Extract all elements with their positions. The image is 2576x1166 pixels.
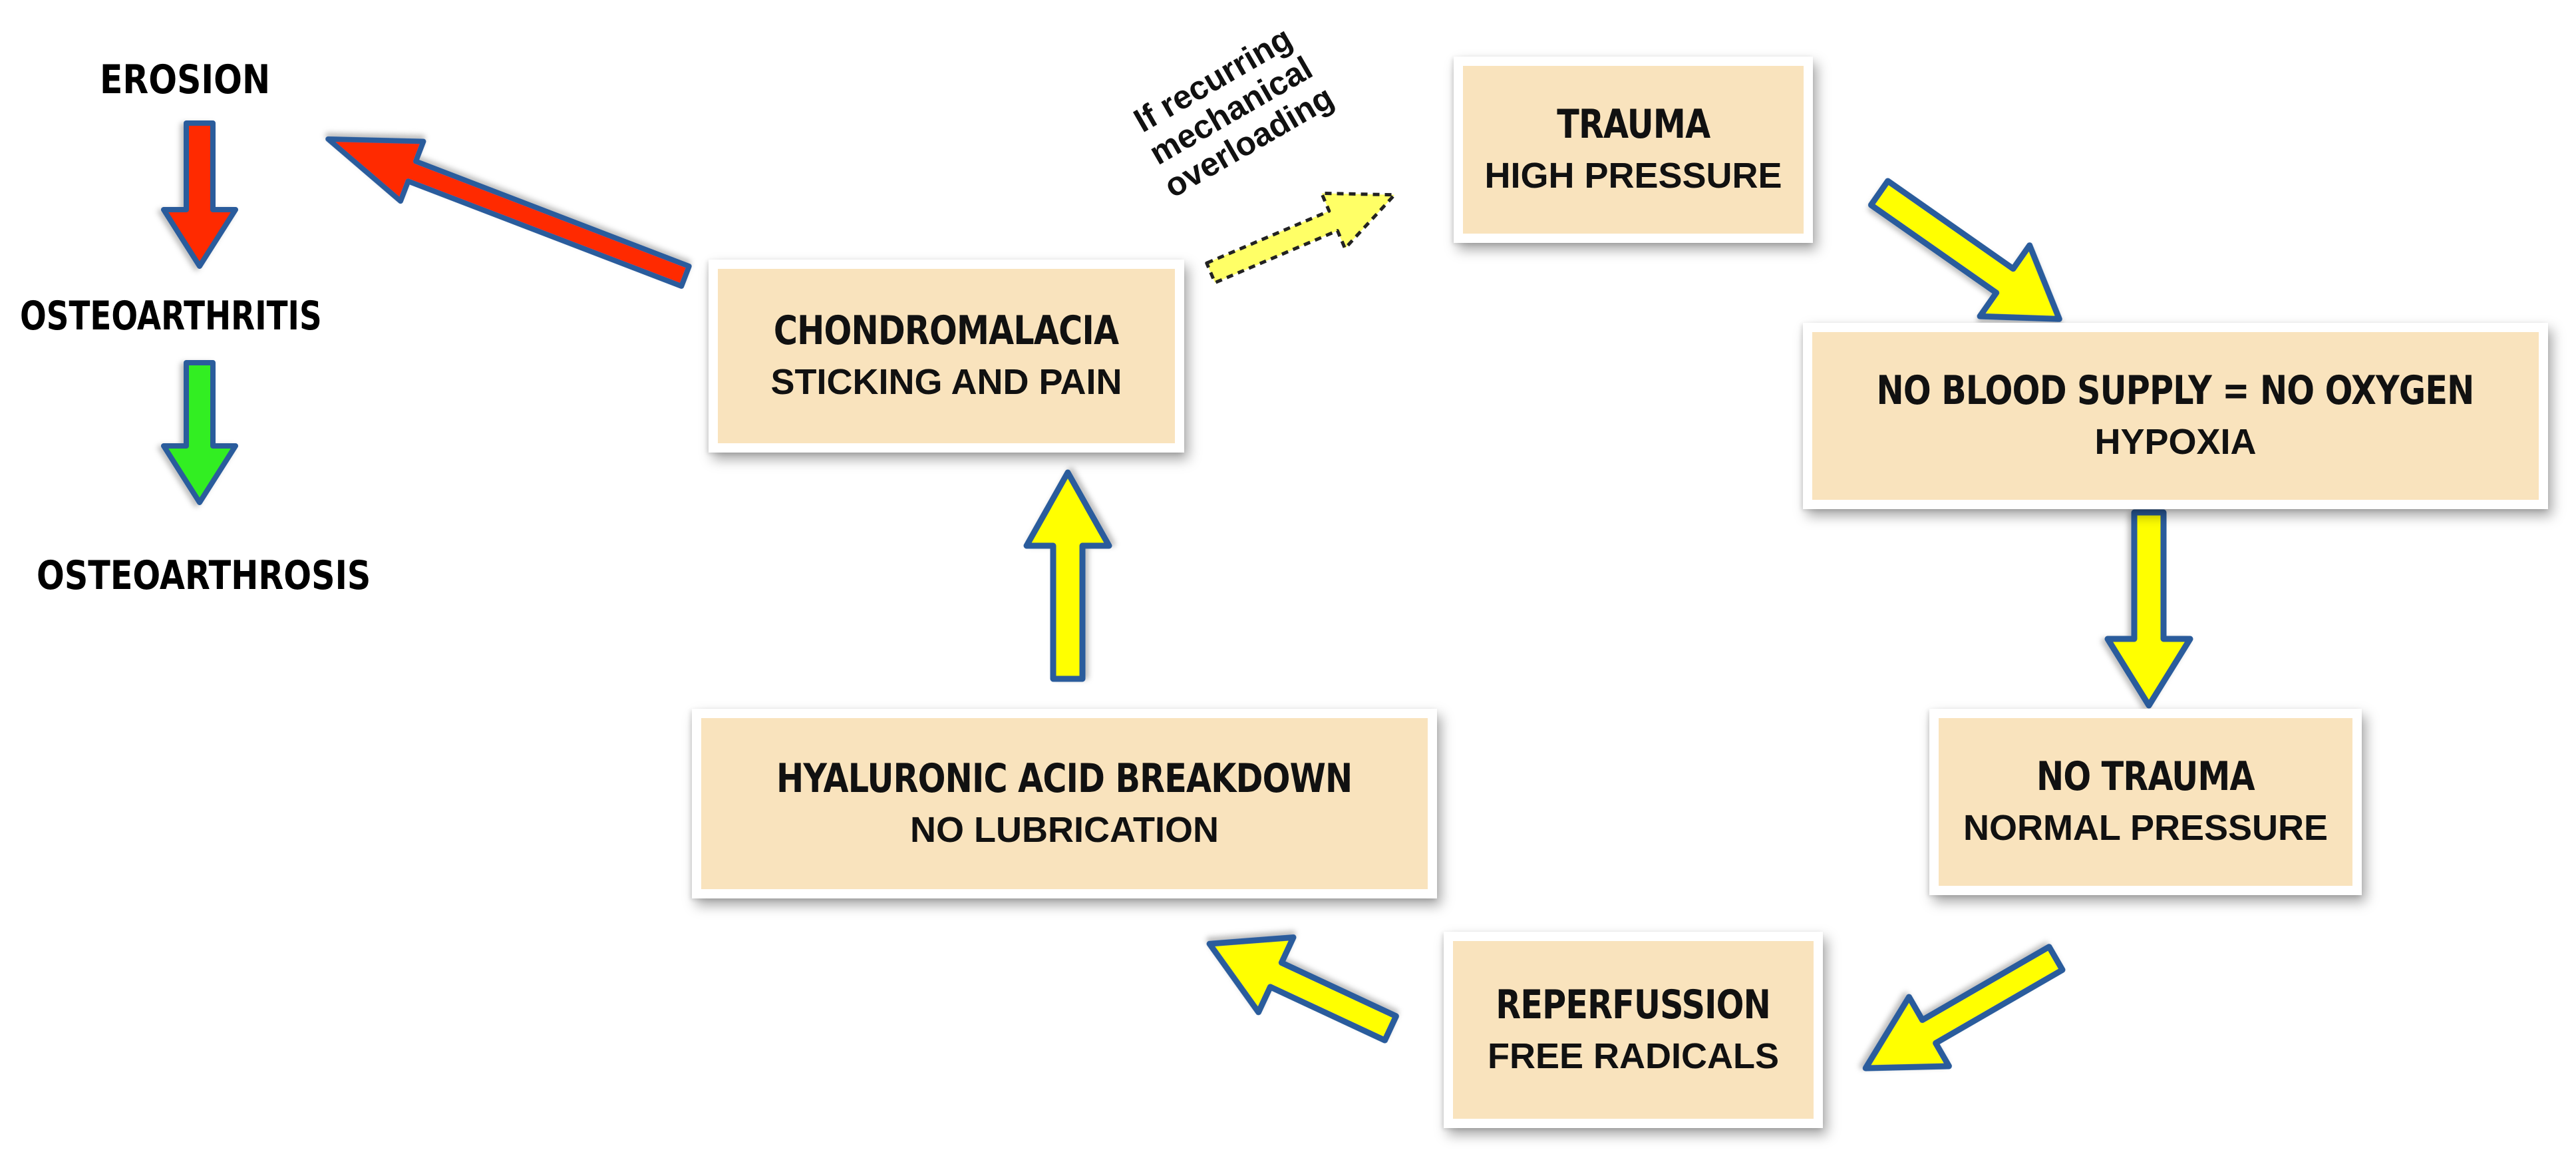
card-no-blood-supply: NO BLOOD SUPPLY = NO OXYGEN HYPOXIA — [1803, 323, 2548, 509]
label-osteoarthritis: OSTEOARTHRITIS — [20, 293, 322, 339]
arrow-chondromalacia-to-erosion — [325, 136, 692, 289]
card-chondromalacia-title: CHONDROMALACIA — [774, 307, 1119, 355]
card-hyaluronic-acid-subtitle: NO LUBRICATION — [910, 809, 1219, 850]
card-chondromalacia: CHONDROMALACIA STICKING AND PAIN — [709, 260, 1184, 453]
card-reperfusion-title: REPERFUSSION — [1496, 981, 1772, 1028]
arrow-hypoxia-to-no-trauma — [2104, 509, 2193, 709]
label-osteoarthrosis: OSTEOARTHROSIS — [37, 552, 371, 599]
card-trauma-title: TRAUMA — [1556, 101, 1710, 148]
card-no-blood-supply-title: NO BLOOD SUPPLY = NO OXYGEN — [1877, 367, 2475, 415]
card-no-blood-supply-subtitle: HYPOXIA — [2094, 422, 2257, 463]
card-trauma-subtitle: HIGH PRESSURE — [1484, 156, 1782, 196]
arrow-overloading-dashed — [1205, 191, 1396, 285]
card-hyaluronic-acid-title: HYALURONIC ACID BREAKDOWN — [776, 755, 1353, 802]
card-no-trauma-subtitle: NORMAL PRESSURE — [1963, 808, 2329, 849]
arrow-osteoarthritis-to-osteoarthrosis — [161, 360, 238, 505]
arrow-hyaluronic-to-chondromalacia — [1023, 469, 1112, 682]
card-chondromalacia-subtitle: STICKING AND PAIN — [770, 362, 1122, 403]
card-no-trauma: NO TRAUMA NORMAL PRESSURE — [1929, 709, 2362, 895]
card-no-trauma-title: NO TRAUMA — [2036, 753, 2255, 801]
card-hyaluronic-acid: HYALURONIC ACID BREAKDOWN NO LUBRICATION — [692, 709, 1437, 898]
arrow-no-trauma-to-reperfusion — [1862, 944, 2066, 1071]
card-trauma: TRAUMA HIGH PRESSURE — [1454, 57, 1813, 243]
card-reperfusion-subtitle: FREE RADICALS — [1487, 1036, 1779, 1076]
arrow-erosion-to-osteoarthritis — [161, 120, 238, 269]
label-erosion: EROSION — [100, 57, 271, 103]
arrow-reperfusion-to-hyaluronic — [1206, 934, 1399, 1044]
card-reperfusion: REPERFUSSION FREE RADICALS — [1444, 932, 1823, 1128]
arrow-trauma-to-hypoxia — [1867, 178, 2062, 322]
